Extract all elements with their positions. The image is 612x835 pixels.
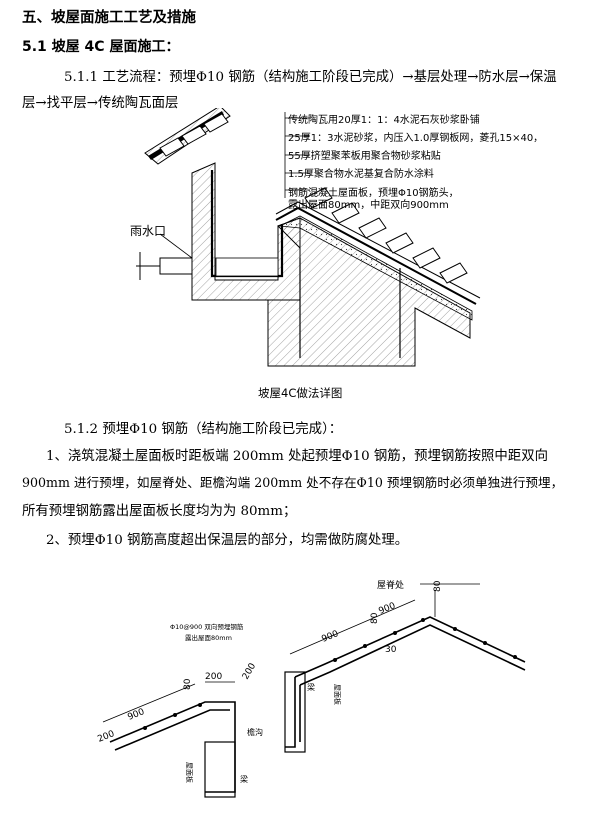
layer-note-tile: 传统陶瓦用20厚1：1：4水泥石灰砂浆卧铺 bbox=[288, 115, 480, 126]
dim-80-ridge: 80 bbox=[433, 580, 443, 592]
ridge-label: 屋脊处 bbox=[377, 579, 404, 591]
slab-label-left: 屋面板 bbox=[185, 762, 194, 783]
beam-label-lower: 梁 bbox=[240, 775, 248, 784]
rebar-item-1-line-1: 1、浇筑混凝土屋面板时距板端 200mm 处起预埋Φ10 钢筋，预埋钢筋按照中距… bbox=[46, 449, 548, 464]
dim-80-mid: 80 bbox=[370, 612, 380, 624]
subsection-heading: 5.1 坡屋 4C 屋面施工： bbox=[22, 39, 180, 55]
dimension-lines bbox=[102, 583, 480, 723]
layer-notes: 传统陶瓦用20厚1：1：4水泥石灰砂浆卧铺 25厚1：3水泥砂浆，内压入1.0厚… bbox=[288, 112, 543, 212]
beam-label-upper: 梁 bbox=[307, 683, 315, 692]
layer-note-slab: 钢筋混凝土屋面板，预埋Φ10钢筋头， bbox=[288, 188, 459, 199]
slab-label-right: 屋面板 bbox=[333, 684, 342, 705]
dim-200-top: 200 bbox=[205, 672, 222, 682]
gutter-label: 檐沟 bbox=[247, 727, 263, 737]
process-flow-line-1: 5.1.1 工艺流程：预埋Φ10 钢筋（结构施工阶段已完成）→基层处理→防水层→… bbox=[64, 70, 557, 85]
right-roof-slope bbox=[159, 113, 481, 367]
section-heading: 五、坡屋面施工工艺及措施 bbox=[22, 10, 196, 26]
rebar-points bbox=[143, 618, 517, 730]
dim-200-mid: 200 bbox=[241, 661, 258, 681]
roof-4c-detail-drawing bbox=[136, 108, 481, 367]
rain-outlet-pipe bbox=[136, 233, 193, 280]
rebar-note-1: Φ10@900 双向预埋钢筋 bbox=[170, 622, 244, 631]
rebar-item-1-line-3: 所有预埋钢筋露出屋面板长度均为为 80mm； bbox=[22, 504, 297, 519]
layer-note-insulation: 55厚挤塑聚苯板用聚合物砂浆粘贴 bbox=[288, 151, 441, 162]
layer-note-mortar: 25厚1：3水泥砂浆，内压入1.0厚钢板网，菱孔15×40， bbox=[288, 133, 544, 144]
gutter-section bbox=[191, 162, 301, 301]
rain-outlet-label: 雨水口 bbox=[130, 224, 167, 238]
dim-30: 30 bbox=[385, 645, 397, 655]
rebar-section-title: 5.1.2 预埋Φ10 钢筋（结构施工阶段已完成）： bbox=[64, 422, 343, 437]
dim-900-upper: 900 bbox=[377, 601, 397, 617]
rebar-note-2: 露出屋面80mm bbox=[185, 633, 232, 642]
layer-note-slab-2: 露出屋面80mm，中距双向900mm bbox=[288, 200, 449, 211]
layer-leader-lines bbox=[284, 112, 310, 198]
rebar-layout-drawing: 900 200 200 80 200 900 900 80 80 30 屋脊处 … bbox=[96, 579, 526, 798]
figure-1-caption: 坡屋4C做法详图 bbox=[258, 386, 343, 400]
process-flow-line-2: 层→找平层→传统陶瓦面层 bbox=[22, 96, 179, 111]
dim-900-mid: 900 bbox=[320, 629, 340, 645]
dim-900-left: 900 bbox=[126, 707, 146, 723]
rebar-item-1-line-2: 900mm 进行预埋，如屋脊处、距檐沟端 200mm 处不存在Φ10 预埋钢筋时… bbox=[22, 475, 564, 490]
rebar-item-2: 2、预埋Φ10 钢筋高度超出保温层的部分，均需做防腐处理。 bbox=[46, 533, 409, 548]
roof-profile bbox=[109, 616, 526, 798]
dim-200-left: 200 bbox=[96, 729, 116, 745]
dim-80-left: 80 bbox=[183, 678, 193, 690]
layer-note-waterproof: 1.5厚聚合物水泥基复合防水涂料 bbox=[288, 169, 434, 180]
